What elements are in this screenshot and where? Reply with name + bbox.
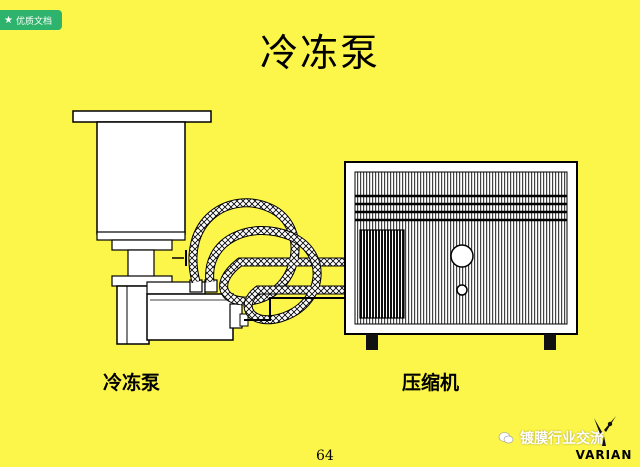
varian-mark-icon [594, 416, 616, 446]
helium-hoses [188, 198, 360, 325]
motor-housing [146, 293, 234, 341]
compressor-foot-left [366, 334, 378, 350]
wechat-icon [498, 432, 514, 444]
compressor-foot-right [544, 334, 556, 350]
watermark: 镀膜行业交流 [498, 427, 604, 449]
slide-title: 冷冻泵 [259, 31, 380, 75]
pressure-gauge-icon [450, 244, 474, 268]
compressor [344, 161, 578, 350]
varian-logo: VARIAN [572, 412, 636, 464]
document-badge: ★ 优质文档 [0, 10, 62, 30]
brand-name: VARIAN [575, 448, 633, 462]
watermark-text: 镀膜行业交流 [520, 431, 604, 447]
pump-body [96, 121, 186, 235]
indicator-icon [456, 284, 468, 296]
compressor-panel [359, 229, 405, 319]
page-number: 64 [316, 448, 334, 464]
pump-top-flange [72, 110, 212, 123]
cryopump [72, 110, 249, 345]
compressor-label: 压缩机 [402, 372, 460, 394]
cryopump-label: 冷冻泵 [103, 372, 161, 394]
badge-label: 优质文档 [15, 16, 52, 27]
star-icon: ★ [4, 14, 13, 26]
cold-head [116, 285, 150, 345]
